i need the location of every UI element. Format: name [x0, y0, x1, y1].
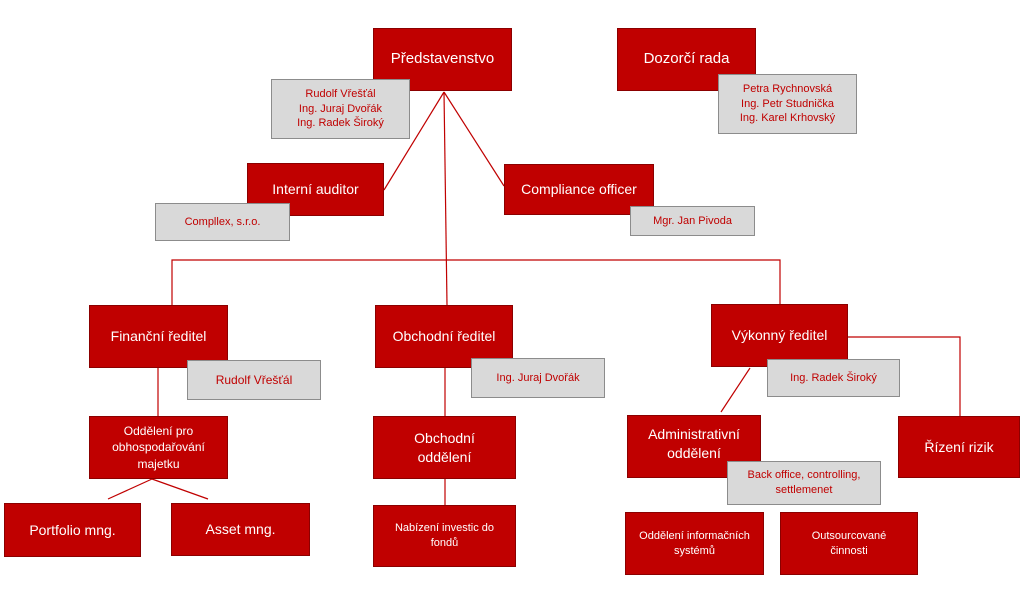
people-compliance-officer: Mgr. Jan Pivoda — [630, 206, 755, 236]
connector-board-auditor — [383, 91, 445, 191]
people-vykonny-reditel: Ing. Radek Široký — [767, 359, 900, 397]
node-obchodni-oddeleni: Obchodní oddělení — [373, 416, 516, 479]
node-nabizeni-investic: Nabízení investic do fondů — [373, 505, 516, 567]
node-interni-auditor: Interní auditor — [247, 163, 384, 216]
node-rizeni-rizik: Řízení rizik — [898, 416, 1020, 478]
node-portfolio-mng: Portfolio mng. — [4, 503, 141, 557]
node-obchodni-reditel: Obchodní ředitel — [375, 305, 513, 368]
connector-vyk-admin — [720, 367, 751, 413]
node-asset-mng: Asset mng. — [171, 503, 310, 556]
people-obchodni-reditel: Ing. Juraj Dvořák — [471, 358, 605, 398]
people-financni-reditel: Rudolf Vřešťál — [187, 360, 321, 400]
connector-directors-bus — [171, 259, 781, 305]
people-administrativni-oddeleni: Back office, controlling, settlemenet — [727, 461, 881, 505]
node-financni-reditel: Finanční ředitel — [89, 305, 228, 368]
node-dozorci-rada: Dozorčí rada — [617, 28, 756, 91]
connector-vyk-rizeni — [848, 336, 961, 416]
people-interni-auditor: Compllex, s.r.o. — [155, 203, 290, 241]
connector-dept-asset — [151, 478, 209, 500]
people-dozorci-rada: Petra Rychnovská Ing. Petr Studnička Ing… — [718, 74, 857, 134]
node-oddeleni-is: Oddělení informačních systémů — [625, 512, 764, 575]
connector-board-trunk — [443, 91, 448, 306]
node-outsourcovane: Outsourcované činnosti — [780, 512, 918, 575]
connector-board-compliance — [443, 91, 505, 187]
node-vykonny-reditel: Výkonný ředitel — [711, 304, 848, 367]
node-oddeleni-majetku: Oddělení pro obhospodařování majetku — [89, 416, 228, 479]
node-compliance-officer: Compliance officer — [504, 164, 654, 215]
people-predstavenstvo: Rudolf Vřešťál Ing. Juraj Dvořák Ing. Ra… — [271, 79, 410, 139]
connector-dept-portfolio — [107, 478, 153, 500]
